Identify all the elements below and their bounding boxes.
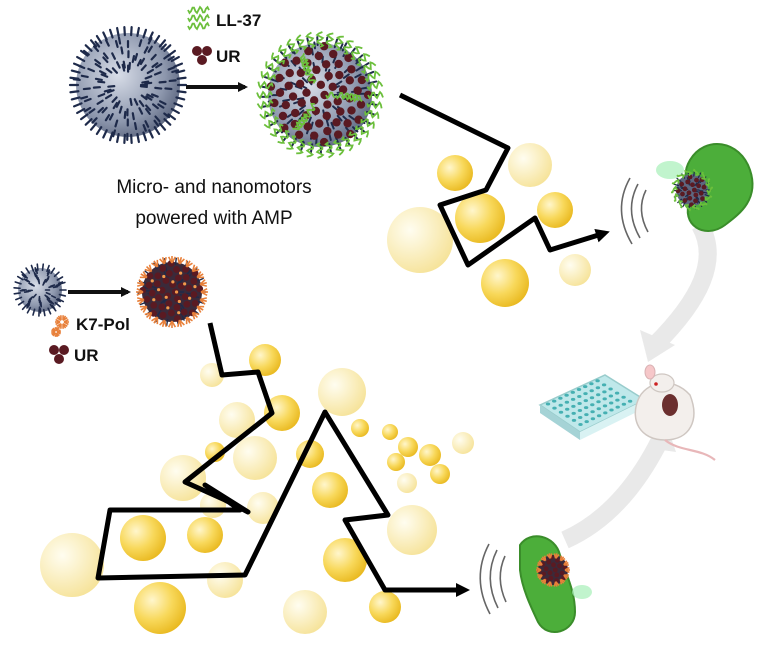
bubble-icon [283,590,327,634]
bubble-icon [219,402,255,438]
mouse-icon [634,364,716,461]
bubble-icon [387,207,453,273]
functionalized-motor-k7pol-icon [136,256,208,328]
bubble-icon [397,473,417,493]
bubble-icon [369,591,401,623]
bubble-icon [187,517,223,553]
bubble-icon [419,444,441,466]
motion-path-top [398,92,610,268]
motor-icon [68,26,188,144]
bubble-icon [437,155,473,191]
attached-motor-bottom-icon [536,553,570,587]
k7pol-peptide-icon [51,315,69,338]
attached-motor-top-icon [670,168,714,212]
bubble-icon [559,254,591,286]
bubble-icon [537,192,573,228]
urease-icon [49,345,69,364]
bubble-icon [312,472,348,508]
urease-icon [192,46,212,65]
bubble-icon [233,436,277,480]
bubble-field-top [387,143,591,307]
bacterium-icon [656,143,754,232]
bubble-icon [249,344,281,376]
bubble-icon [481,259,529,307]
bubble-icon [430,464,450,484]
bubble-icon [160,455,206,501]
bubble-icon [455,193,505,243]
motor-icon [13,263,67,317]
functionalized-motor-ll37-icon [256,31,384,159]
bubble-icon [382,424,398,440]
bubble-field-bottom [40,344,474,634]
label-ur-top: UR [216,47,241,66]
bubble-icon [508,143,552,187]
bubble-icon [387,505,437,555]
sound-wave-icon [479,543,507,615]
caption-line-1: Micro- and nanomotors [116,177,311,198]
cycle-arrow-bottom [561,435,669,549]
bubble-icon [387,453,405,471]
bubble-icon [247,492,279,524]
label-k7pol: K7-Pol [76,315,130,334]
sound-wave-icon [620,177,649,245]
well-plate-icon [538,374,647,440]
label-ur-bottom: UR [74,346,99,365]
bubble-icon [318,368,366,416]
ll37-peptide-icon [187,5,210,31]
bubble-icon [264,395,300,431]
label-ll37: LL-37 [216,11,261,30]
bubble-icon [398,437,418,457]
motion-path-bottom [95,322,470,597]
bubble-icon [207,562,243,598]
bubble-icon [351,419,369,437]
bubble-icon [200,363,224,387]
caption-line-2: powered with AMP [135,208,292,229]
bubble-icon [323,538,367,582]
bubble-icon [40,533,104,597]
bubble-icon [134,582,186,634]
cycle-arrow-top [648,220,717,352]
bubble-icon [120,515,166,561]
bubble-icon [452,432,474,454]
